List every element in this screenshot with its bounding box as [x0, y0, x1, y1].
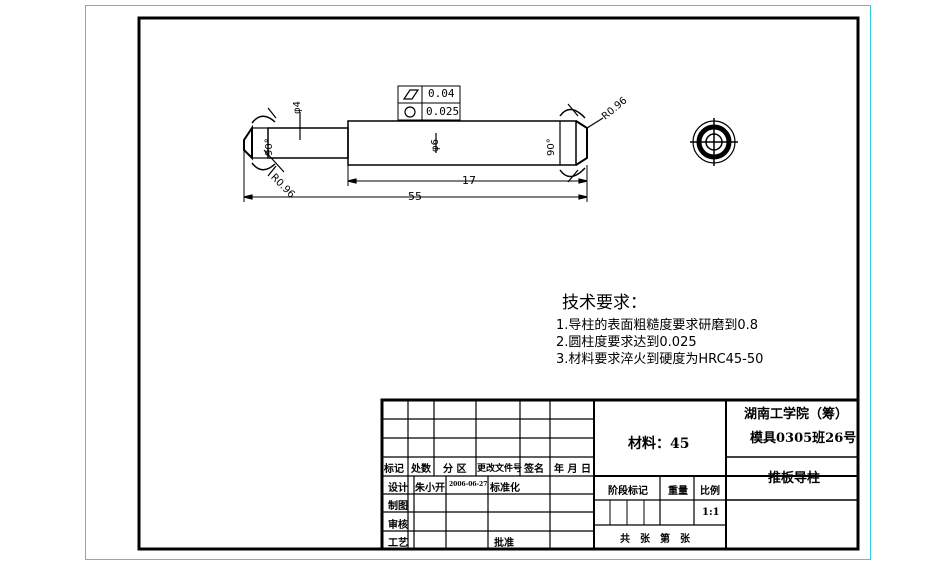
small-shaft: [267, 127, 349, 159]
tech-requirement-3: 3.材料要求淬火到硬度为HRC45-50: [556, 352, 764, 367]
material-label: 材料：45: [628, 436, 690, 452]
header-mark: 标记: [384, 464, 404, 475]
main-shaft: [347, 120, 577, 166]
row-draw-label: 制图: [388, 501, 408, 512]
approve-label: 批准: [494, 538, 514, 549]
header-date: 年 月 日: [554, 464, 591, 475]
weight-label: 重量: [668, 486, 688, 497]
stage-mark-label: 阶段标记: [608, 486, 648, 497]
left-tip: [243, 124, 253, 161]
tolerance-cylindricity-value: 0.025: [426, 105, 460, 118]
header-change-doc: 更改文件号: [477, 464, 523, 474]
sheets-label: 共 张 第 张: [620, 534, 690, 545]
header-zone: 分 区: [443, 464, 467, 475]
title-block-lines: [380, 398, 860, 551]
dim-angle-right: 90°: [546, 138, 557, 156]
row-review-label: 审核: [388, 520, 408, 531]
flatness-icon: [402, 89, 420, 100]
dim-main-diameter: φ6: [430, 139, 441, 152]
header-count: 处数: [411, 464, 431, 475]
sheet-border: [85, 5, 871, 560]
designer-name: 朱小开: [415, 483, 445, 494]
scale-label: 比例: [700, 486, 720, 497]
row-design-label: 设计: [388, 483, 408, 494]
design-date: 2006-06-27: [449, 481, 488, 488]
tech-requirement-1: 1.导柱的表面粗糙度要求研磨到0.8: [556, 318, 759, 333]
dim-length-17: 17: [462, 174, 476, 187]
standardization-label: 标准化: [490, 483, 520, 494]
tolerance-flatness-value: 0.04: [428, 87, 455, 100]
right-tip: [575, 120, 588, 166]
class-name: 模具0305班26号: [750, 431, 857, 446]
tech-requirements-title: 技术要求：: [562, 293, 647, 313]
tech-requirement-2: 2.圆柱度要求达到0.025: [556, 335, 697, 350]
part-name: 推板导柱: [768, 471, 821, 486]
row-process-label: 工艺: [388, 538, 408, 549]
dim-small-diameter: φ4: [292, 101, 303, 114]
scale-value: 1:1: [702, 507, 720, 518]
cylindricity-icon: [404, 106, 416, 118]
dim-angle-left: 90°: [264, 138, 275, 156]
dim-total-length: 55: [408, 190, 422, 203]
header-signature: 签名: [524, 464, 544, 475]
tolerance-frame: [397, 85, 461, 121]
school-name: 湖南工学院（筹）: [744, 407, 849, 422]
end-view: [690, 118, 738, 166]
